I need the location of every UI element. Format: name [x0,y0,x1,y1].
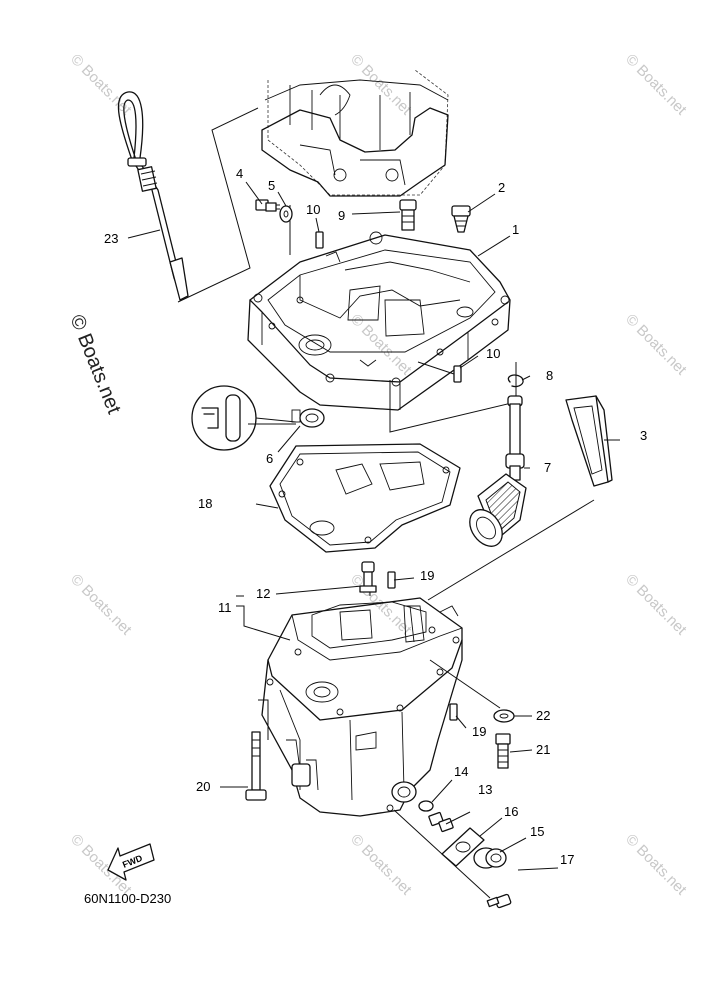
screw-17 [486,893,512,909]
callout-leaders [127,181,620,853]
watermark: © Boats.net [347,311,415,379]
watermark: © Boats.net [347,51,415,119]
baffle-plate-3 [565,395,613,487]
callout-16: 16 [504,804,518,819]
reference-line [393,809,491,899]
drawing-code: 60N1100-D230 [84,891,171,906]
callout-10-upper: 10 [306,202,320,217]
bolt-21 [495,733,511,769]
callout-14: 14 [454,764,468,779]
watermark: © Boats.net [622,831,690,899]
callout-21: 21 [536,742,550,757]
callout-6: 6 [266,451,273,466]
upper-oil-pan-plate [247,231,511,411]
callout-4: 4 [236,166,243,181]
clip-8 [507,374,524,388]
lower-oil-pan [261,597,463,817]
callout-18: 18 [198,496,212,511]
callout-7: 7 [544,460,551,475]
callout-20: 20 [196,779,210,794]
fwd-arrow-icon: FWD [107,843,155,881]
washer-22 [493,709,515,723]
callout-17: 17 [560,852,574,867]
leader-line [417,361,455,375]
dipstick-bracket-line [177,107,259,303]
washer-14 [418,800,434,812]
reference-line [427,499,595,601]
callout-12: 12 [256,586,270,601]
cover-15 [473,847,507,869]
dowel-pin-19-upper [387,571,396,589]
watermark: © Boats.net [67,571,135,639]
reference-line [517,867,559,871]
callout-3: 3 [640,428,647,443]
plug-2 [451,205,471,233]
callout-2: 2 [498,180,505,195]
dowel-pin-10-lower [453,365,462,383]
reference-line [429,659,501,709]
watermark: © Boats.net [622,571,690,639]
callout-19-upper: 19 [420,568,434,583]
watermark: © Boats.net [347,831,415,899]
dipstick [117,91,189,301]
reference-box [389,362,517,433]
oil-strainer-7 [469,395,527,547]
oil-seal-6 [291,408,325,428]
callout-22: 22 [536,708,550,723]
drain-bolt-13 [428,811,454,833]
gasket-18 [269,443,461,553]
engine-block-outline [261,69,449,197]
callout-9: 9 [338,208,345,223]
reference-line [258,699,269,740]
callout-13: 13 [478,782,492,797]
callout-8: 8 [546,368,553,383]
callout-numbers: 1 2 3 4 5 6 7 8 9 10 10 11 12 13 14 15 1… [104,166,647,867]
bolt-20 [245,731,267,801]
watermark: © Boats.net [622,311,690,379]
fitting-12 [359,561,377,593]
dowel-pin-19-lower [449,703,458,721]
callout-11: 11 [218,600,232,615]
fitting-9 [399,199,417,231]
dowel-pin-10-upper [315,231,324,249]
watermark: © Boats.net [622,51,690,119]
callout-5: 5 [268,178,275,193]
callout-23: 23 [104,231,118,246]
bolt-4 [255,199,280,212]
callout-15: 15 [530,824,544,839]
watermark: © Boats.net [67,51,135,119]
callout-1: 1 [512,222,519,237]
seal-detail-callout [191,385,297,451]
callout-10-lower: 10 [486,346,500,361]
watermark-main: © Boats.net [65,312,125,418]
callout-19-lower: 19 [472,724,486,739]
washer-5 [279,205,293,223]
